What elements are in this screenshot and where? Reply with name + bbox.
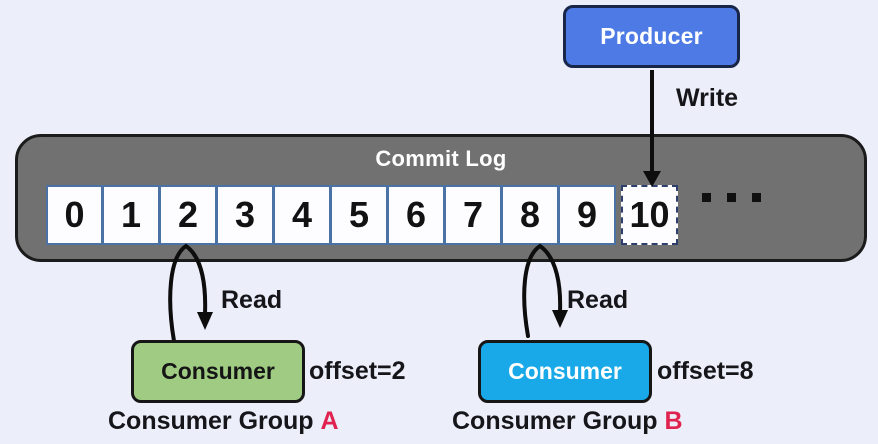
consumer-a-label: Consumer xyxy=(161,358,275,384)
consumer-b-node: Consumer xyxy=(478,340,652,403)
read-label-a: Read xyxy=(221,286,283,314)
ellipsis-dot xyxy=(727,193,736,202)
log-cell-10-next-slot: 10 xyxy=(621,185,678,245)
ellipsis-dot xyxy=(752,193,761,202)
consumer-a-node: Consumer xyxy=(131,340,305,403)
log-cell-5: 5 xyxy=(331,185,388,245)
log-cell-1: 1 xyxy=(103,185,160,245)
producer-label: Producer xyxy=(600,23,703,49)
commit-log-cells: 0 1 2 3 4 5 6 7 8 9 10 xyxy=(46,185,678,245)
consumer-group-a-label: Consumer Group A xyxy=(108,407,339,436)
log-cell-4: 4 xyxy=(274,185,331,245)
consumer-group-b-prefix: Consumer Group xyxy=(452,407,665,435)
producer-node: Producer xyxy=(563,5,740,68)
offset-a-label: offset=2 xyxy=(309,357,406,385)
consumer-group-a-prefix: Consumer Group xyxy=(108,407,321,435)
consumer-group-a-letter: A xyxy=(320,407,339,435)
consumer-b-label: Consumer xyxy=(508,358,622,384)
log-cell-9: 9 xyxy=(559,185,616,245)
log-cell-2: 2 xyxy=(160,185,217,245)
log-cell-6: 6 xyxy=(388,185,445,245)
offset-b-label: offset=8 xyxy=(657,357,754,385)
read-label-b: Read xyxy=(567,286,629,314)
ellipsis-icon xyxy=(702,193,761,202)
log-cell-3: 3 xyxy=(217,185,274,245)
log-cell-0: 0 xyxy=(46,185,103,245)
write-label: Write xyxy=(676,84,739,112)
log-cell-8: 8 xyxy=(502,185,559,245)
commit-log-title: Commit Log xyxy=(375,146,507,171)
ellipsis-dot xyxy=(702,193,711,202)
log-cell-7: 7 xyxy=(445,185,502,245)
consumer-group-b-letter: B xyxy=(664,407,683,435)
consumer-group-b-label: Consumer Group B xyxy=(452,407,683,436)
commit-log-container: Commit Log 0 1 2 3 4 5 6 7 8 9 10 xyxy=(15,134,867,262)
